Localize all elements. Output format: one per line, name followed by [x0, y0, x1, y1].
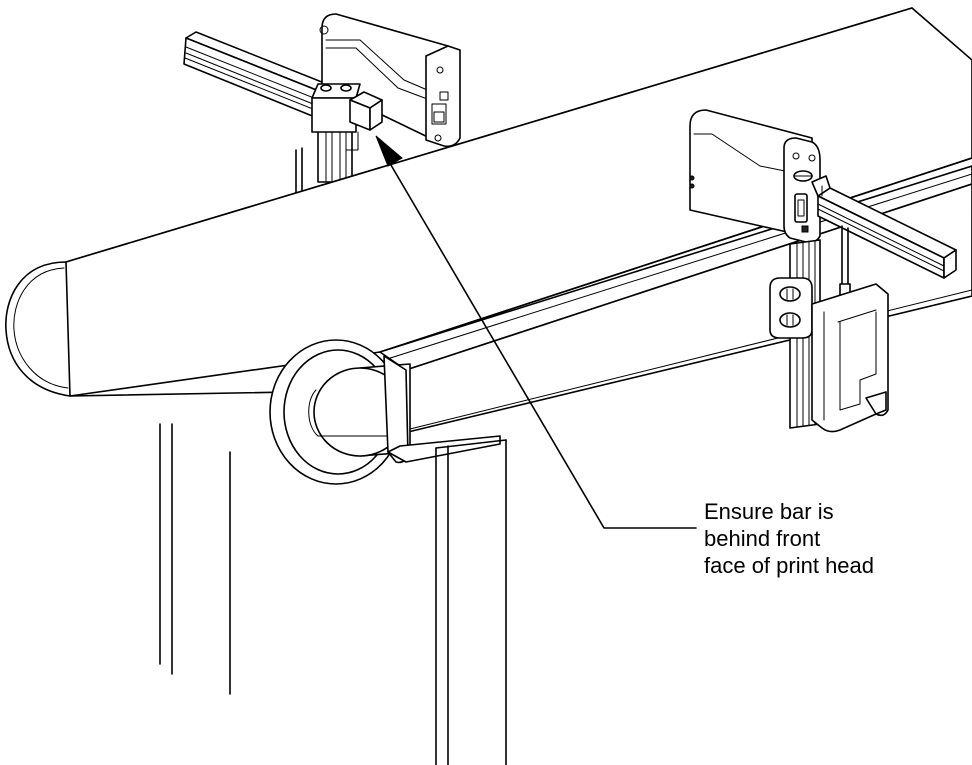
- callout-line-3: face of print head: [704, 553, 875, 578]
- callout-line-2: behind front: [704, 526, 821, 551]
- callout-arrowhead: [375, 135, 403, 167]
- callout-leader: [375, 135, 697, 529]
- right-print-head-assembly: [689, 109, 957, 433]
- left-print-head-assembly: [183, 13, 461, 197]
- callout-note: Ensure bar is behind front face of print…: [704, 498, 954, 579]
- conveyor-legs: [159, 423, 507, 765]
- callout-line-1: Ensure bar is: [704, 499, 834, 524]
